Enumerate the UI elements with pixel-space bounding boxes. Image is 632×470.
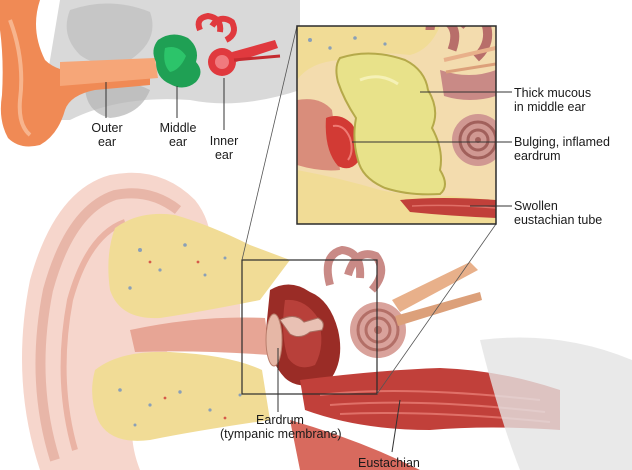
label-eardrum: Eardrum (tympanic membrane) [220,413,342,441]
main-fade-gray [480,337,632,470]
zoom-mucus [335,52,446,196]
bone-pores-red [148,260,227,420]
zoom-eardrum-highlight [332,124,353,161]
main-ear-canal [130,317,270,355]
label-inner-ear: Inner ear [204,134,244,162]
pinna-shadow [35,188,182,462]
leader-eustachian [391,399,401,453]
label-inner-ear-line1: Inner [209,134,239,148]
temporal-bone-upper [108,213,290,319]
auditory-nerve [392,262,478,312]
label-outer-ear-line1: Outer [91,121,123,135]
overview-inner-ear [195,12,281,76]
zoom-connector-right [376,223,497,395]
ossicles [279,316,324,338]
label-middle-ear: Middle ear [155,121,201,149]
label-thick-mucous-line2: in middle ear [514,100,586,114]
label-swollen-tube: Swollen eustachian tube [514,199,602,227]
zoom-connector-left [241,25,298,261]
overview-outer-ear-highlight [8,19,32,137]
label-swollen-tube-line2: eustachian tube [514,213,603,227]
overview-ear-canal [60,58,158,86]
main-ear-anatomy [22,172,632,470]
zoom-inset-frame [296,25,497,225]
overview-middle-ear-detail [164,47,186,72]
eustachian-lower-muscle [290,420,420,470]
label-eustachian: Eustachian [358,456,420,470]
overview-ear-anatomy [0,0,300,147]
inset-reference-box [241,259,378,395]
main-eardrum [265,313,283,367]
overview-bone-pattern [66,3,153,64]
zoom-tube-striation [411,204,496,209]
overview-bone-pattern-lower [85,81,150,118]
label-swollen-tube-line1: Swollen [514,199,558,213]
label-bulging-eardrum-line2: eardrum [514,149,561,163]
label-eardrum-line1: Eardrum [256,413,304,427]
label-outer-ear: Outer ear [86,121,128,149]
bone-pores [118,243,242,427]
main-inner-ear [323,245,406,358]
label-thick-mucous-line1: Thick mucous [514,86,592,100]
pinna-rim [60,219,127,451]
label-middle-ear-line1: Middle [159,121,197,135]
zoom-mucus-sheen [359,75,399,86]
label-inner-ear-line2: ear [214,148,234,162]
label-bulging-eardrum-line1: Bulging, inflamed [514,135,610,149]
label-bulging-eardrum: Bulging, inflamed eardrum [514,135,610,163]
zoom-swollen-tube [400,198,496,218]
zoom-inset [296,25,512,225]
label-middle-ear-line2: ear [168,135,188,149]
auditory-nerve-2 [395,292,482,326]
label-outer-ear-line2: ear [97,135,117,149]
label-thick-mucous: Thick mucous in middle ear [514,86,591,114]
label-eustachian-line1: Eustachian [358,456,420,470]
label-eardrum-line2: (tympanic membrane) [220,427,342,441]
